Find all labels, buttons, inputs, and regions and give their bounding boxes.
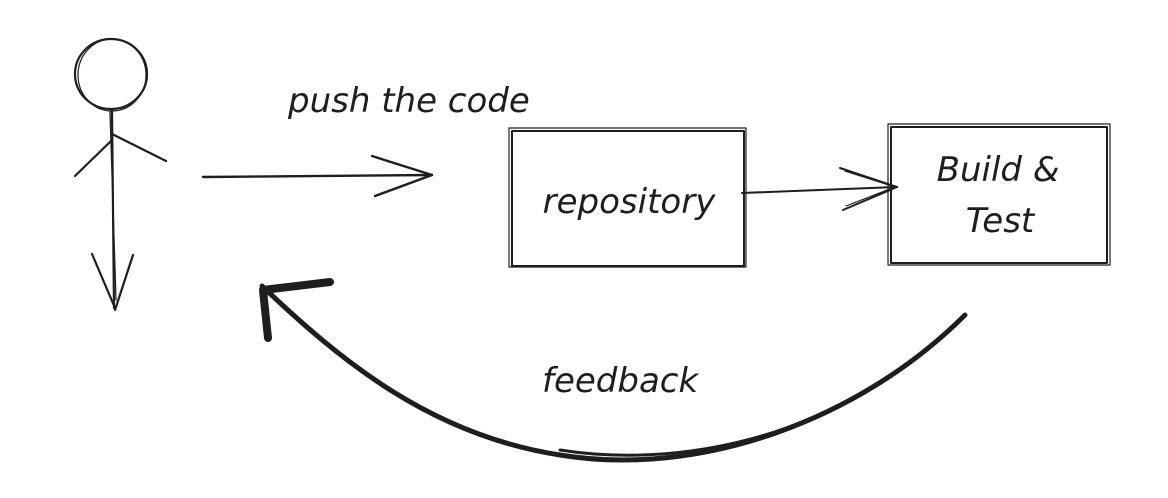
repository-box	[508, 127, 747, 268]
feedback-arrow	[259, 278, 968, 463]
figure-arm-right	[110, 132, 168, 163]
build-arrow	[741, 167, 898, 211]
push-arrow	[201, 154, 434, 198]
build-test-box	[887, 123, 1111, 266]
feedback-label: feedback	[542, 361, 699, 401]
push-label: push the code	[287, 81, 530, 121]
build-label-line1: Build &	[937, 150, 1060, 190]
figure-leg-left	[90, 252, 117, 310]
figure-leg-right	[113, 253, 135, 312]
build-label-line2: Test	[966, 201, 1036, 241]
repository-label: repository	[543, 182, 717, 222]
developer-figure	[73, 37, 168, 312]
figure-arm-left	[73, 138, 114, 178]
